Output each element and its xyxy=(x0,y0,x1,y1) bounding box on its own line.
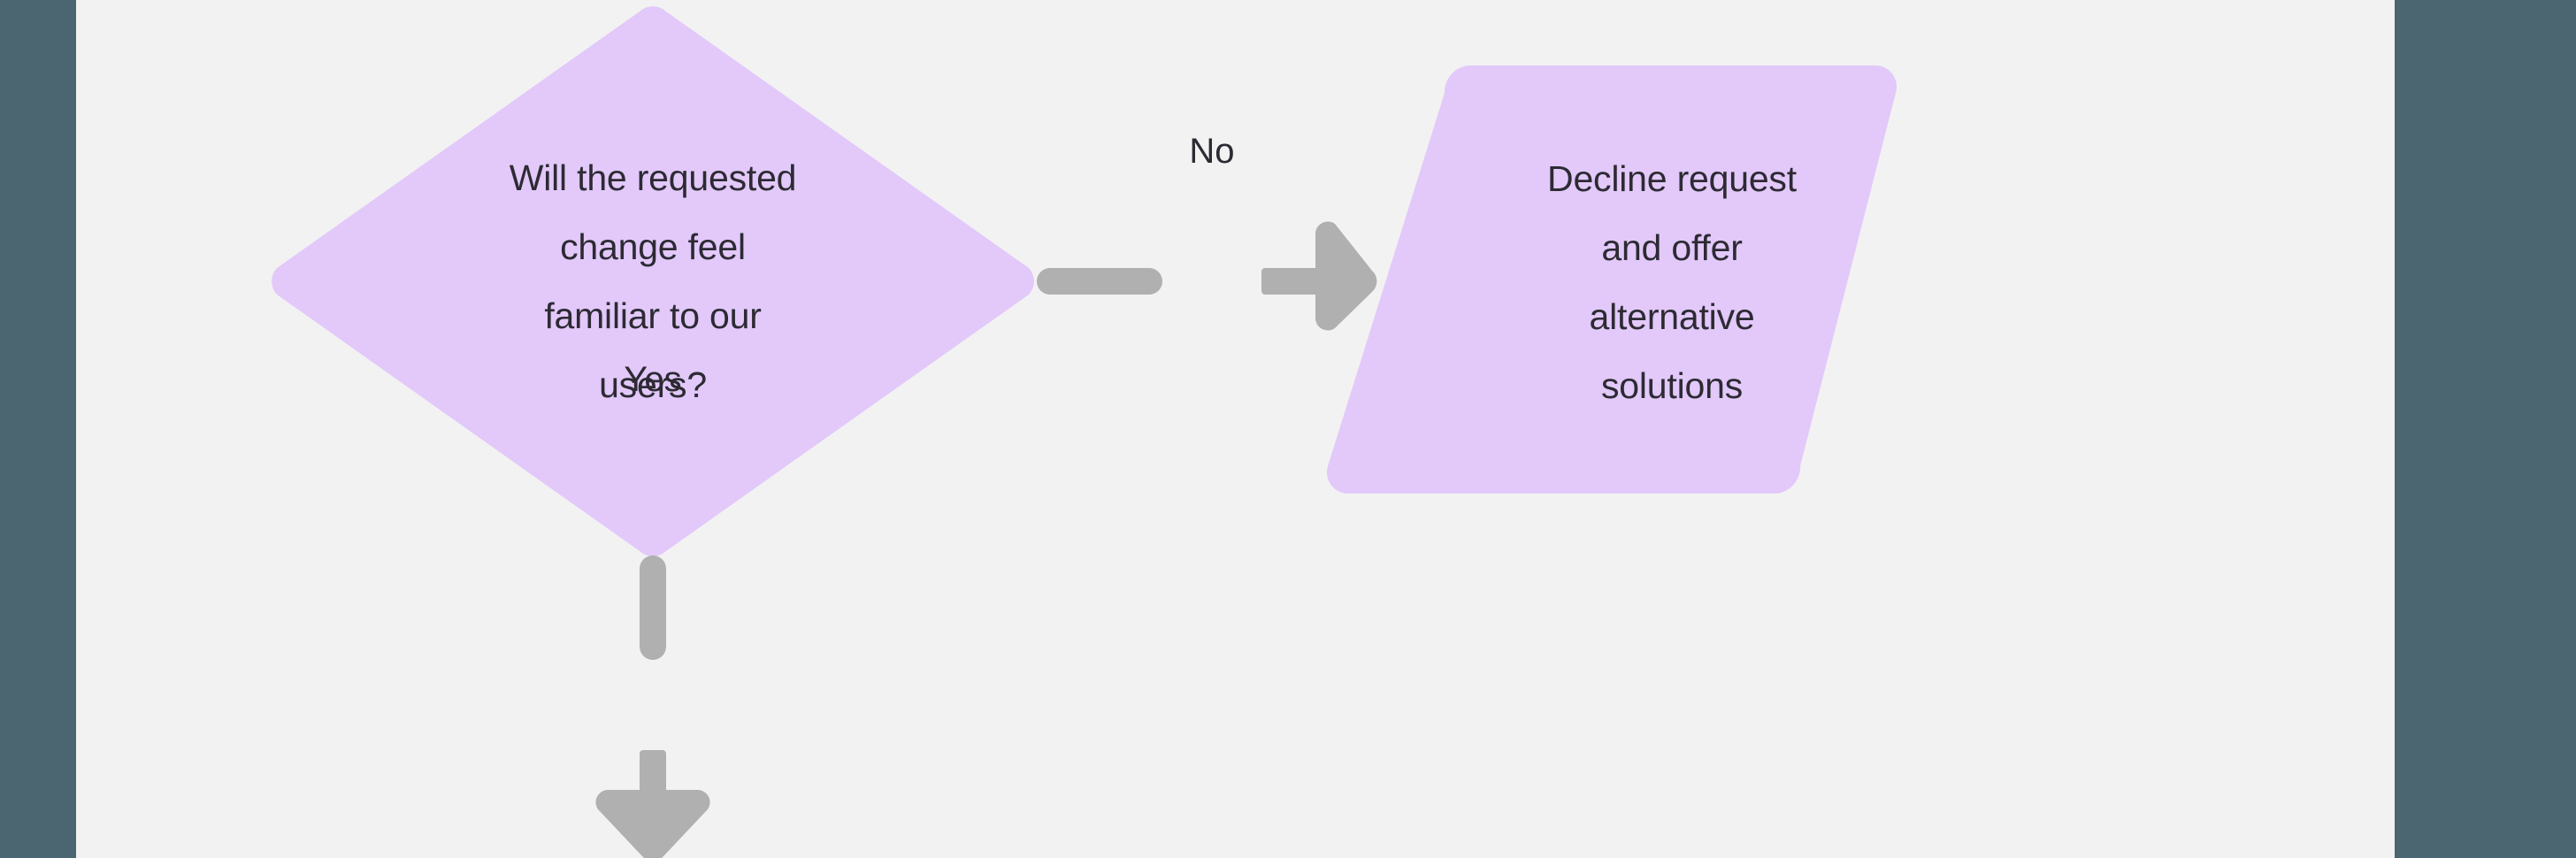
right-side-rail xyxy=(2395,0,2576,858)
decision-node-label: Will the requested change feel familiar … xyxy=(509,157,797,405)
edge-no-arrowhead-icon xyxy=(1315,221,1377,331)
edge-yes-connector xyxy=(595,555,710,858)
edge-no-connector xyxy=(1037,221,1377,331)
edge-no-segment-a xyxy=(1037,268,1162,295)
left-side-rail xyxy=(0,0,76,858)
edge-yes-segment-a xyxy=(640,555,666,660)
edge-yes-arrowhead-icon xyxy=(595,789,710,858)
edge-label-yes: Yes xyxy=(624,360,682,399)
edge-label-no: No xyxy=(1189,132,1235,171)
decision-diamond-shape[interactable] xyxy=(272,6,1034,556)
edge-no-segment-b xyxy=(1261,268,1322,295)
process-node-label: Decline request and offer alternative so… xyxy=(1547,158,1797,406)
process-parallelogram-shape[interactable] xyxy=(1326,65,1898,494)
